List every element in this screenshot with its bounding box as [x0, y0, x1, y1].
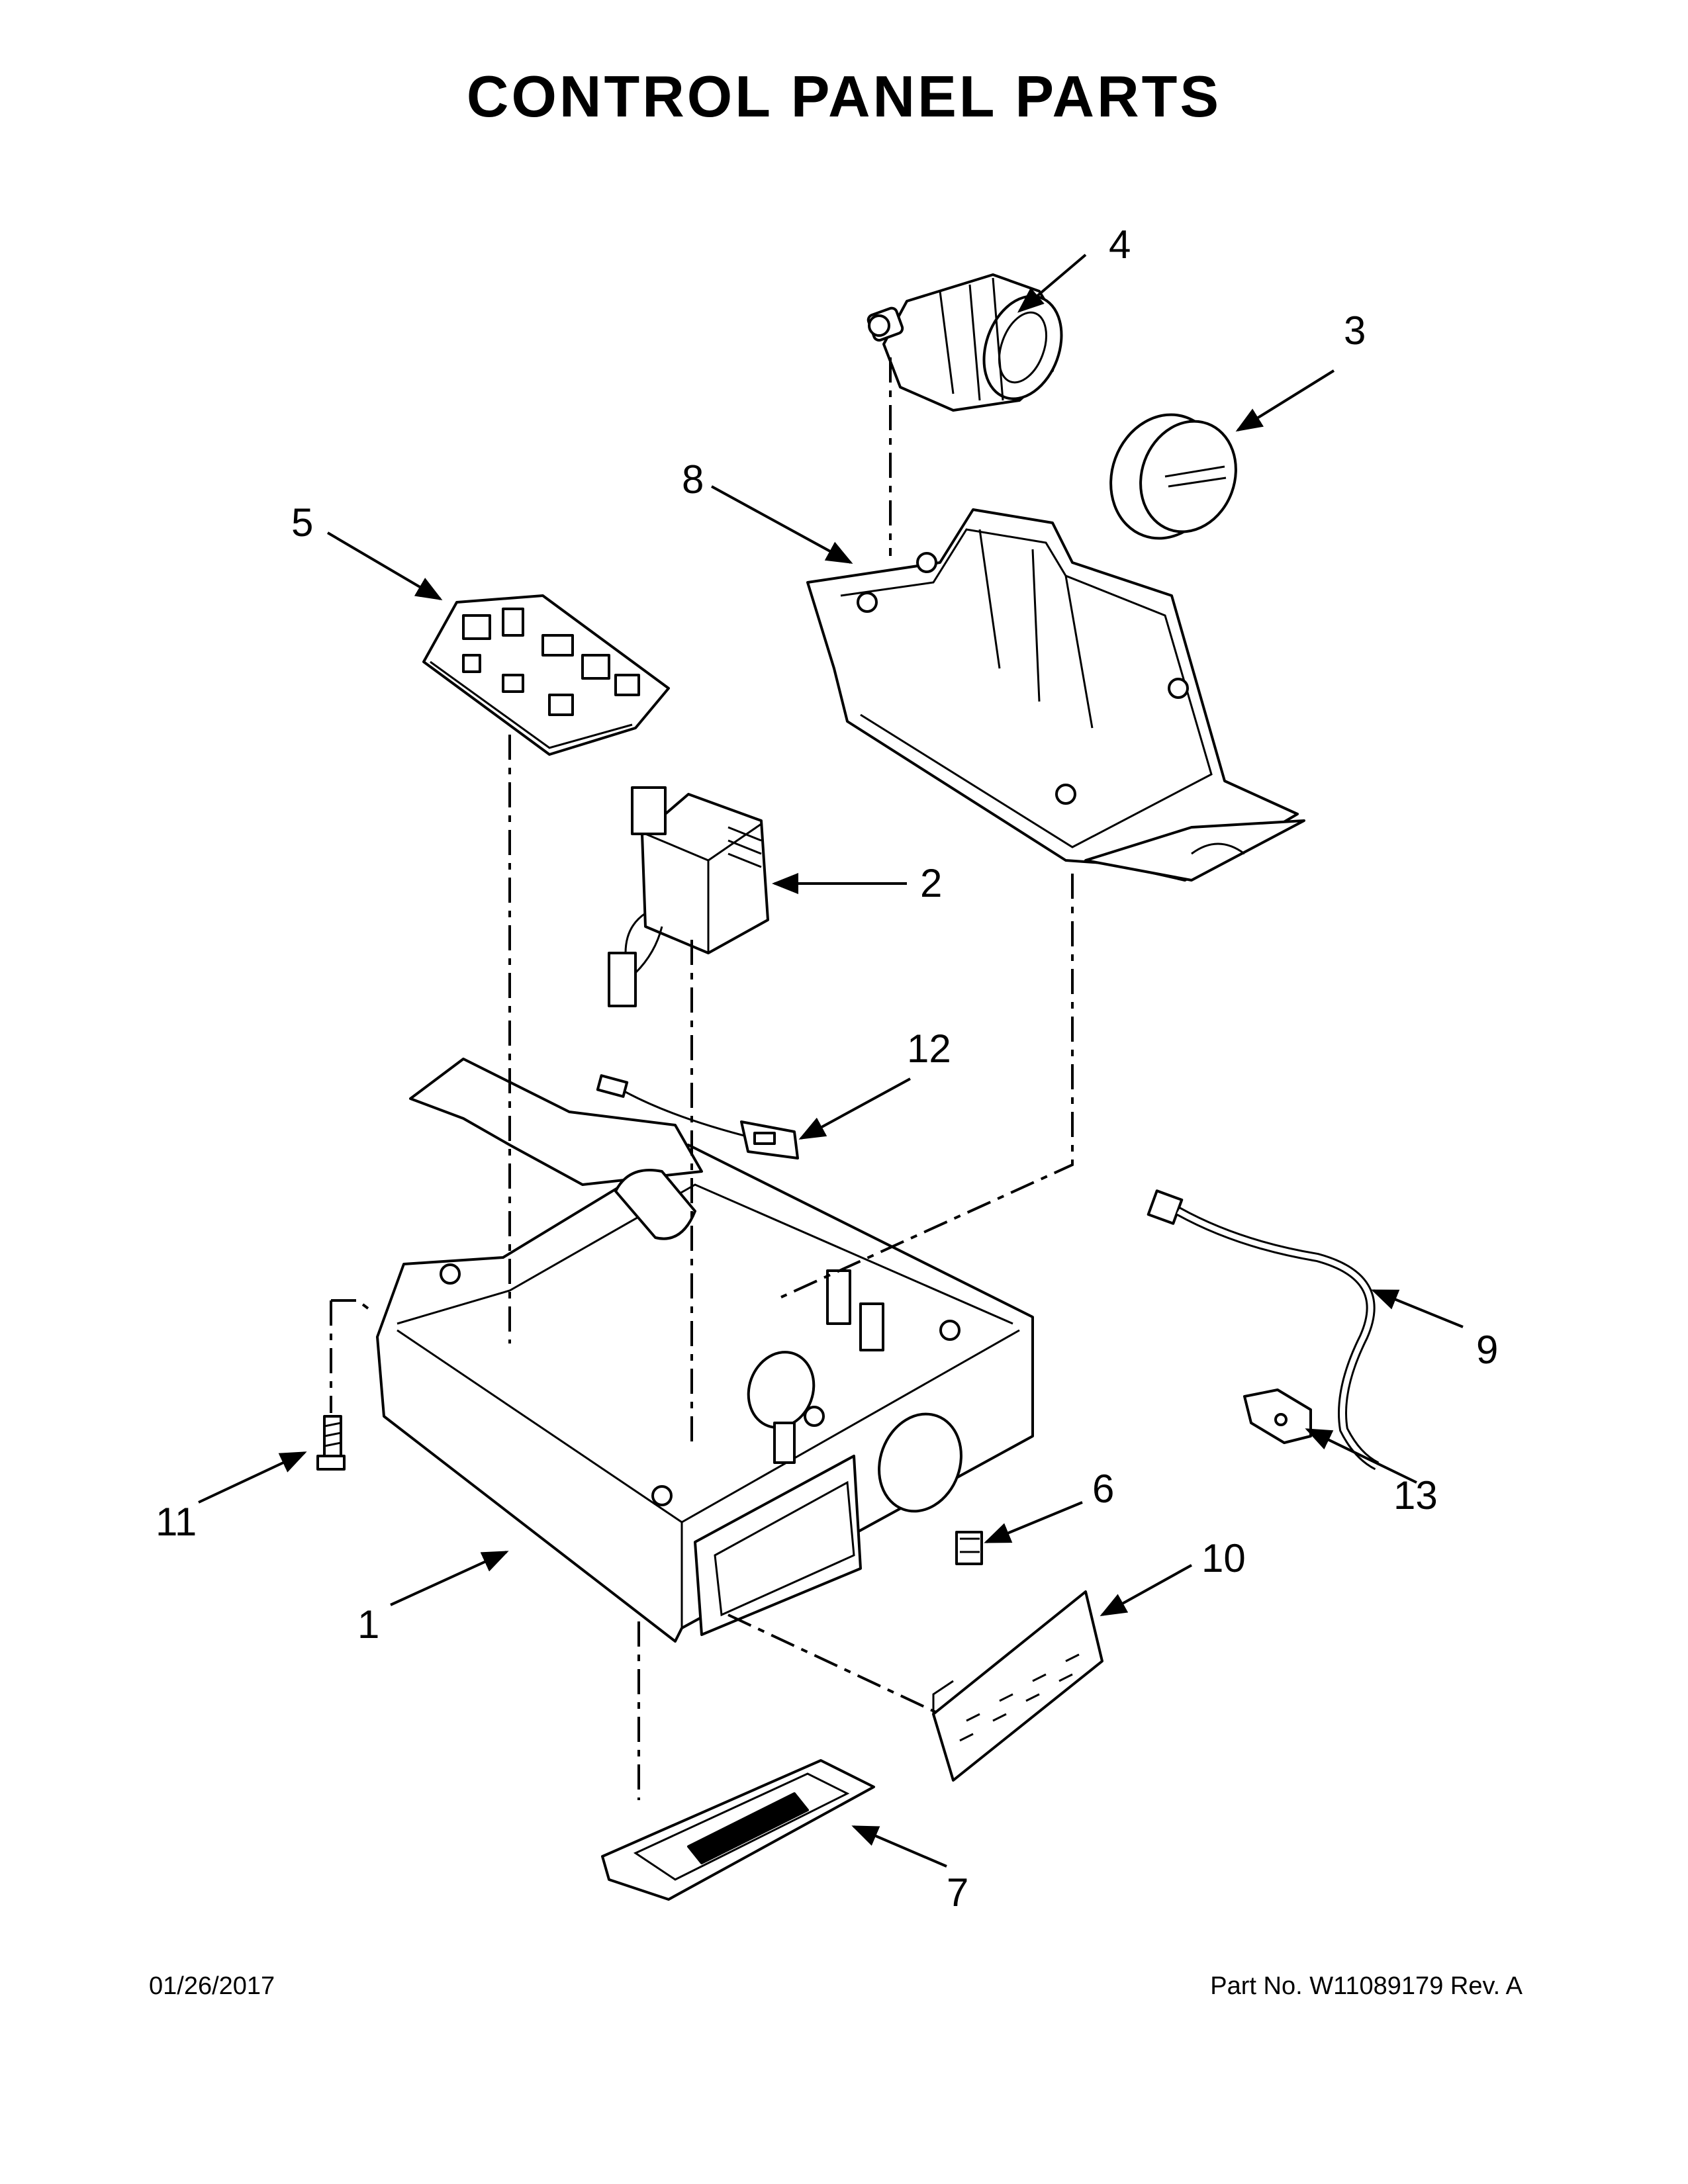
part-5-control-board [422, 594, 670, 756]
callout-10: 10 [1201, 1536, 1246, 1580]
callout-6: 6 [1092, 1467, 1114, 1511]
callout-7: 7 [947, 1870, 968, 1915]
callout-3: 3 [1344, 308, 1366, 353]
callout-5: 5 [291, 500, 313, 545]
footer-part-number: Part No. W11089179 Rev. A [1210, 1972, 1523, 2000]
part-8-housing [806, 508, 1305, 882]
callout-1: 1 [357, 1602, 379, 1647]
callout-4: 4 [1109, 222, 1131, 267]
callout-labels: 4 3 8 5 2 12 9 13 6 10 11 1 7 [156, 222, 1498, 1915]
part-13-clip [1243, 1388, 1312, 1444]
part-4-valve-assembly [867, 273, 1063, 412]
part-10-button-panel [932, 1590, 1103, 1782]
part-11-screw [316, 1415, 346, 1471]
part-7-drip-tray [601, 1759, 875, 1901]
part-3-cap [1109, 413, 1237, 540]
part-2-transformer [608, 786, 769, 1007]
callout-11: 11 [156, 1500, 197, 1544]
callout-9: 9 [1476, 1328, 1498, 1372]
page-title: CONTROL PANEL PARTS [466, 64, 1222, 129]
assembly-dash-lines [330, 357, 1074, 1800]
part-1-panel-housing [376, 1058, 1034, 1643]
part-9-wire-harness [1147, 1189, 1380, 1471]
part-6-switch [955, 1531, 983, 1565]
callout-13: 13 [1393, 1473, 1438, 1518]
callout-12: 12 [907, 1026, 951, 1071]
leader-arrows [198, 253, 1464, 1868]
footer-date: 01/26/2017 [149, 1972, 275, 2000]
callout-2: 2 [920, 861, 942, 905]
part-12-harness [596, 1074, 799, 1160]
callout-8: 8 [682, 457, 704, 502]
